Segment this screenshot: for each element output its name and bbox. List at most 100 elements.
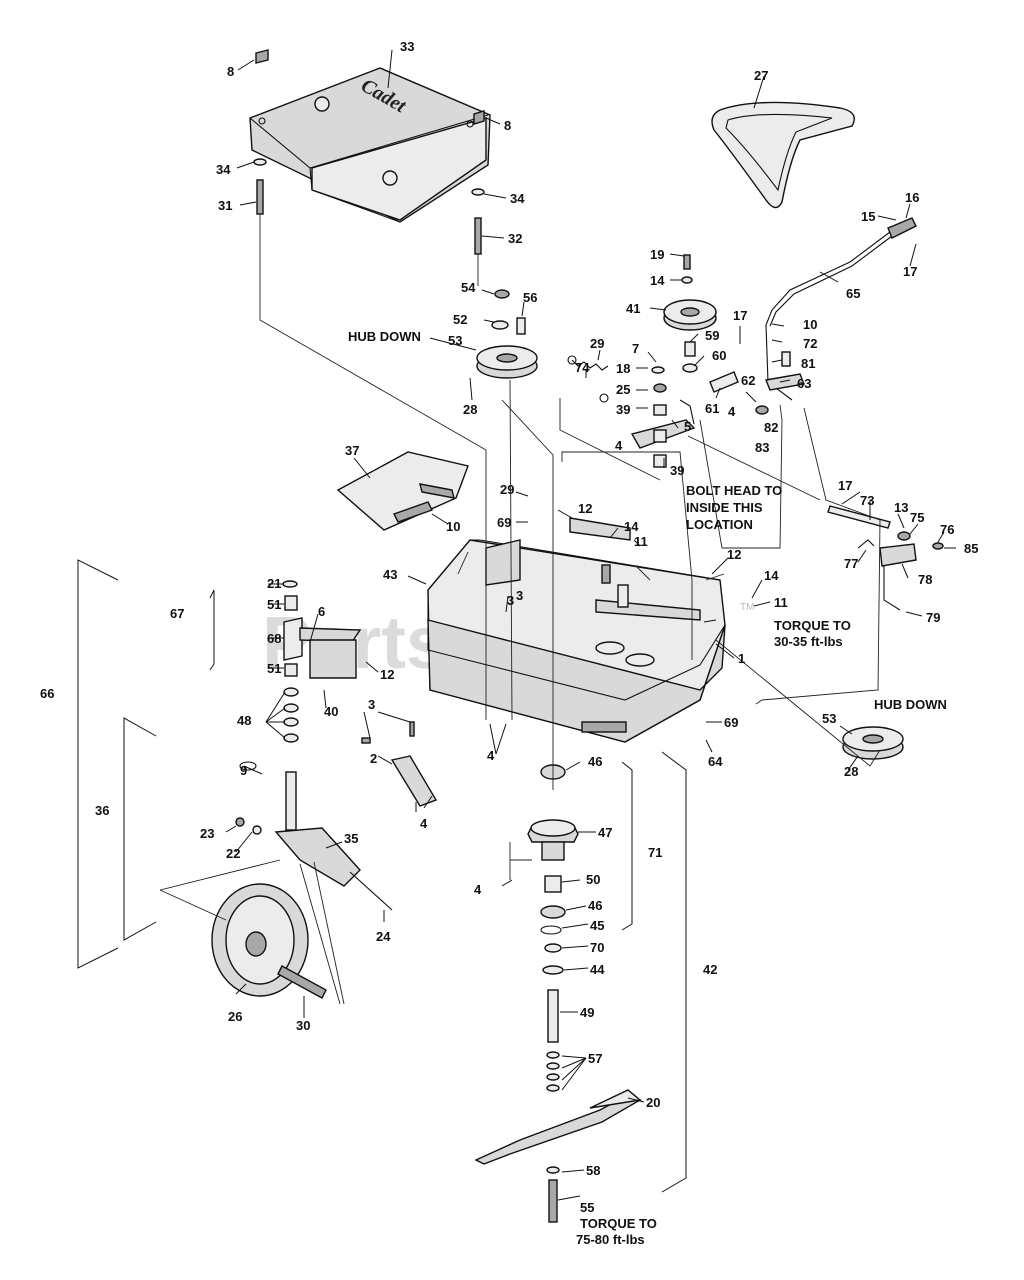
callout-14: 14 xyxy=(764,568,779,583)
deck-cover: Cadet xyxy=(249,67,491,223)
callout-69: 69 xyxy=(497,515,511,530)
callout-51: 51 xyxy=(267,597,281,612)
callout-12: 12 xyxy=(727,547,741,562)
callout-77: 77 xyxy=(844,556,858,571)
idler-pulley xyxy=(663,254,717,331)
callout-71: 71 xyxy=(648,845,662,860)
callout-17: 17 xyxy=(733,308,747,323)
callout-16: 16 xyxy=(905,190,919,205)
callout-72: 72 xyxy=(803,336,817,351)
discharge-deflector xyxy=(336,451,469,531)
spindle-assembly xyxy=(527,764,579,1092)
callout-60: 60 xyxy=(712,348,726,363)
callout-10: 10 xyxy=(446,519,460,534)
callout-23: 23 xyxy=(200,826,214,841)
callout-59: 59 xyxy=(705,328,719,343)
callout-67: 67 xyxy=(170,606,184,621)
callout-8: 8 xyxy=(504,118,511,133)
note-torque-2a: TORQUE TO xyxy=(580,1216,657,1231)
callout-39: 39 xyxy=(670,463,684,478)
callout-4: 4 xyxy=(474,882,482,897)
callout-56: 56 xyxy=(523,290,537,305)
callout-40: 40 xyxy=(324,704,338,719)
callout-82: 82 xyxy=(764,420,778,435)
callout-14: 14 xyxy=(624,519,639,534)
callout-4: 4 xyxy=(487,748,495,763)
note-bolt-head-3: LOCATION xyxy=(686,517,753,532)
callout-28: 28 xyxy=(844,764,858,779)
drive-belt xyxy=(711,101,855,209)
callout-70: 70 xyxy=(590,940,604,955)
callout-62: 62 xyxy=(741,373,755,388)
caster-assembly xyxy=(211,580,393,999)
callout-18: 18 xyxy=(616,361,630,376)
callout-85: 85 xyxy=(964,541,978,556)
mower-deck xyxy=(427,517,726,743)
callout-11: 11 xyxy=(634,534,648,549)
callout-78: 78 xyxy=(918,572,932,587)
callout-74: 74 xyxy=(575,360,590,375)
callout-50: 50 xyxy=(586,872,600,887)
callout-64: 64 xyxy=(708,754,723,769)
callout-9: 9 xyxy=(240,763,247,778)
callout-15: 15 xyxy=(861,209,875,224)
note-bolt-head-2: INSIDE THIS xyxy=(686,500,763,515)
callout-11: 11 xyxy=(774,595,788,610)
callout-76: 76 xyxy=(940,522,954,537)
callout-54: 54 xyxy=(461,280,476,295)
callout-55: 55 xyxy=(580,1200,594,1215)
callout-6: 6 xyxy=(318,604,325,619)
callout-2: 2 xyxy=(370,751,377,766)
watermark-trademark: TM xyxy=(740,602,754,613)
callout-17: 17 xyxy=(838,478,852,493)
callout-45: 45 xyxy=(590,918,604,933)
callout-19: 19 xyxy=(650,247,664,262)
callout-79: 79 xyxy=(926,610,940,625)
callout-24: 24 xyxy=(376,929,391,944)
callout-31: 31 xyxy=(218,198,232,213)
callout-13: 13 xyxy=(894,500,908,515)
note-torque-2b: 75-80 ft-lbs xyxy=(576,1232,645,1247)
callout-12: 12 xyxy=(578,501,592,516)
callout-27: 27 xyxy=(754,68,768,83)
callout-63: 63 xyxy=(797,376,811,391)
callout-17: 17 xyxy=(903,264,917,279)
group-brackets xyxy=(77,559,687,1193)
callout-3: 3 xyxy=(507,593,514,608)
callout-labels: 33 8 8 34 34 31 32 27 16 15 17 65 19 14 … xyxy=(40,39,978,1247)
note-hub-down-right: HUB DOWN xyxy=(874,697,947,712)
idler-arm-assembly xyxy=(567,341,739,468)
callout-44: 44 xyxy=(590,962,605,977)
callout-4: 4 xyxy=(615,438,623,453)
callout-1: 1 xyxy=(738,651,745,666)
callout-34: 34 xyxy=(216,162,231,177)
callout-4: 4 xyxy=(728,404,736,419)
callout-14: 14 xyxy=(650,273,665,288)
callout-28: 28 xyxy=(463,402,477,417)
spindle-pulley-right xyxy=(842,726,904,760)
callout-83: 83 xyxy=(755,440,769,455)
callout-12: 12 xyxy=(380,667,394,682)
callout-3: 3 xyxy=(368,697,375,712)
assembly-lines xyxy=(159,214,881,1005)
callout-61: 61 xyxy=(705,401,719,416)
callout-3: 3 xyxy=(516,588,523,603)
callout-10: 10 xyxy=(803,317,817,332)
note-hub-down-left: HUB DOWN xyxy=(348,329,421,344)
spindle-pulley-left xyxy=(476,289,538,379)
callout-51: 51 xyxy=(267,661,281,676)
callout-81: 81 xyxy=(801,356,815,371)
callout-46: 46 xyxy=(588,898,602,913)
callout-65: 65 xyxy=(846,286,860,301)
note-torque-1b: 30-35 ft-lbs xyxy=(774,634,843,649)
callout-58: 58 xyxy=(586,1163,600,1178)
callout-66: 66 xyxy=(40,686,54,701)
callout-36: 36 xyxy=(95,803,109,818)
callout-7: 7 xyxy=(632,341,639,356)
callout-53: 53 xyxy=(448,333,462,348)
callout-53: 53 xyxy=(822,711,836,726)
callout-25: 25 xyxy=(616,382,630,397)
callout-33: 33 xyxy=(400,39,414,54)
callout-41: 41 xyxy=(626,301,640,316)
